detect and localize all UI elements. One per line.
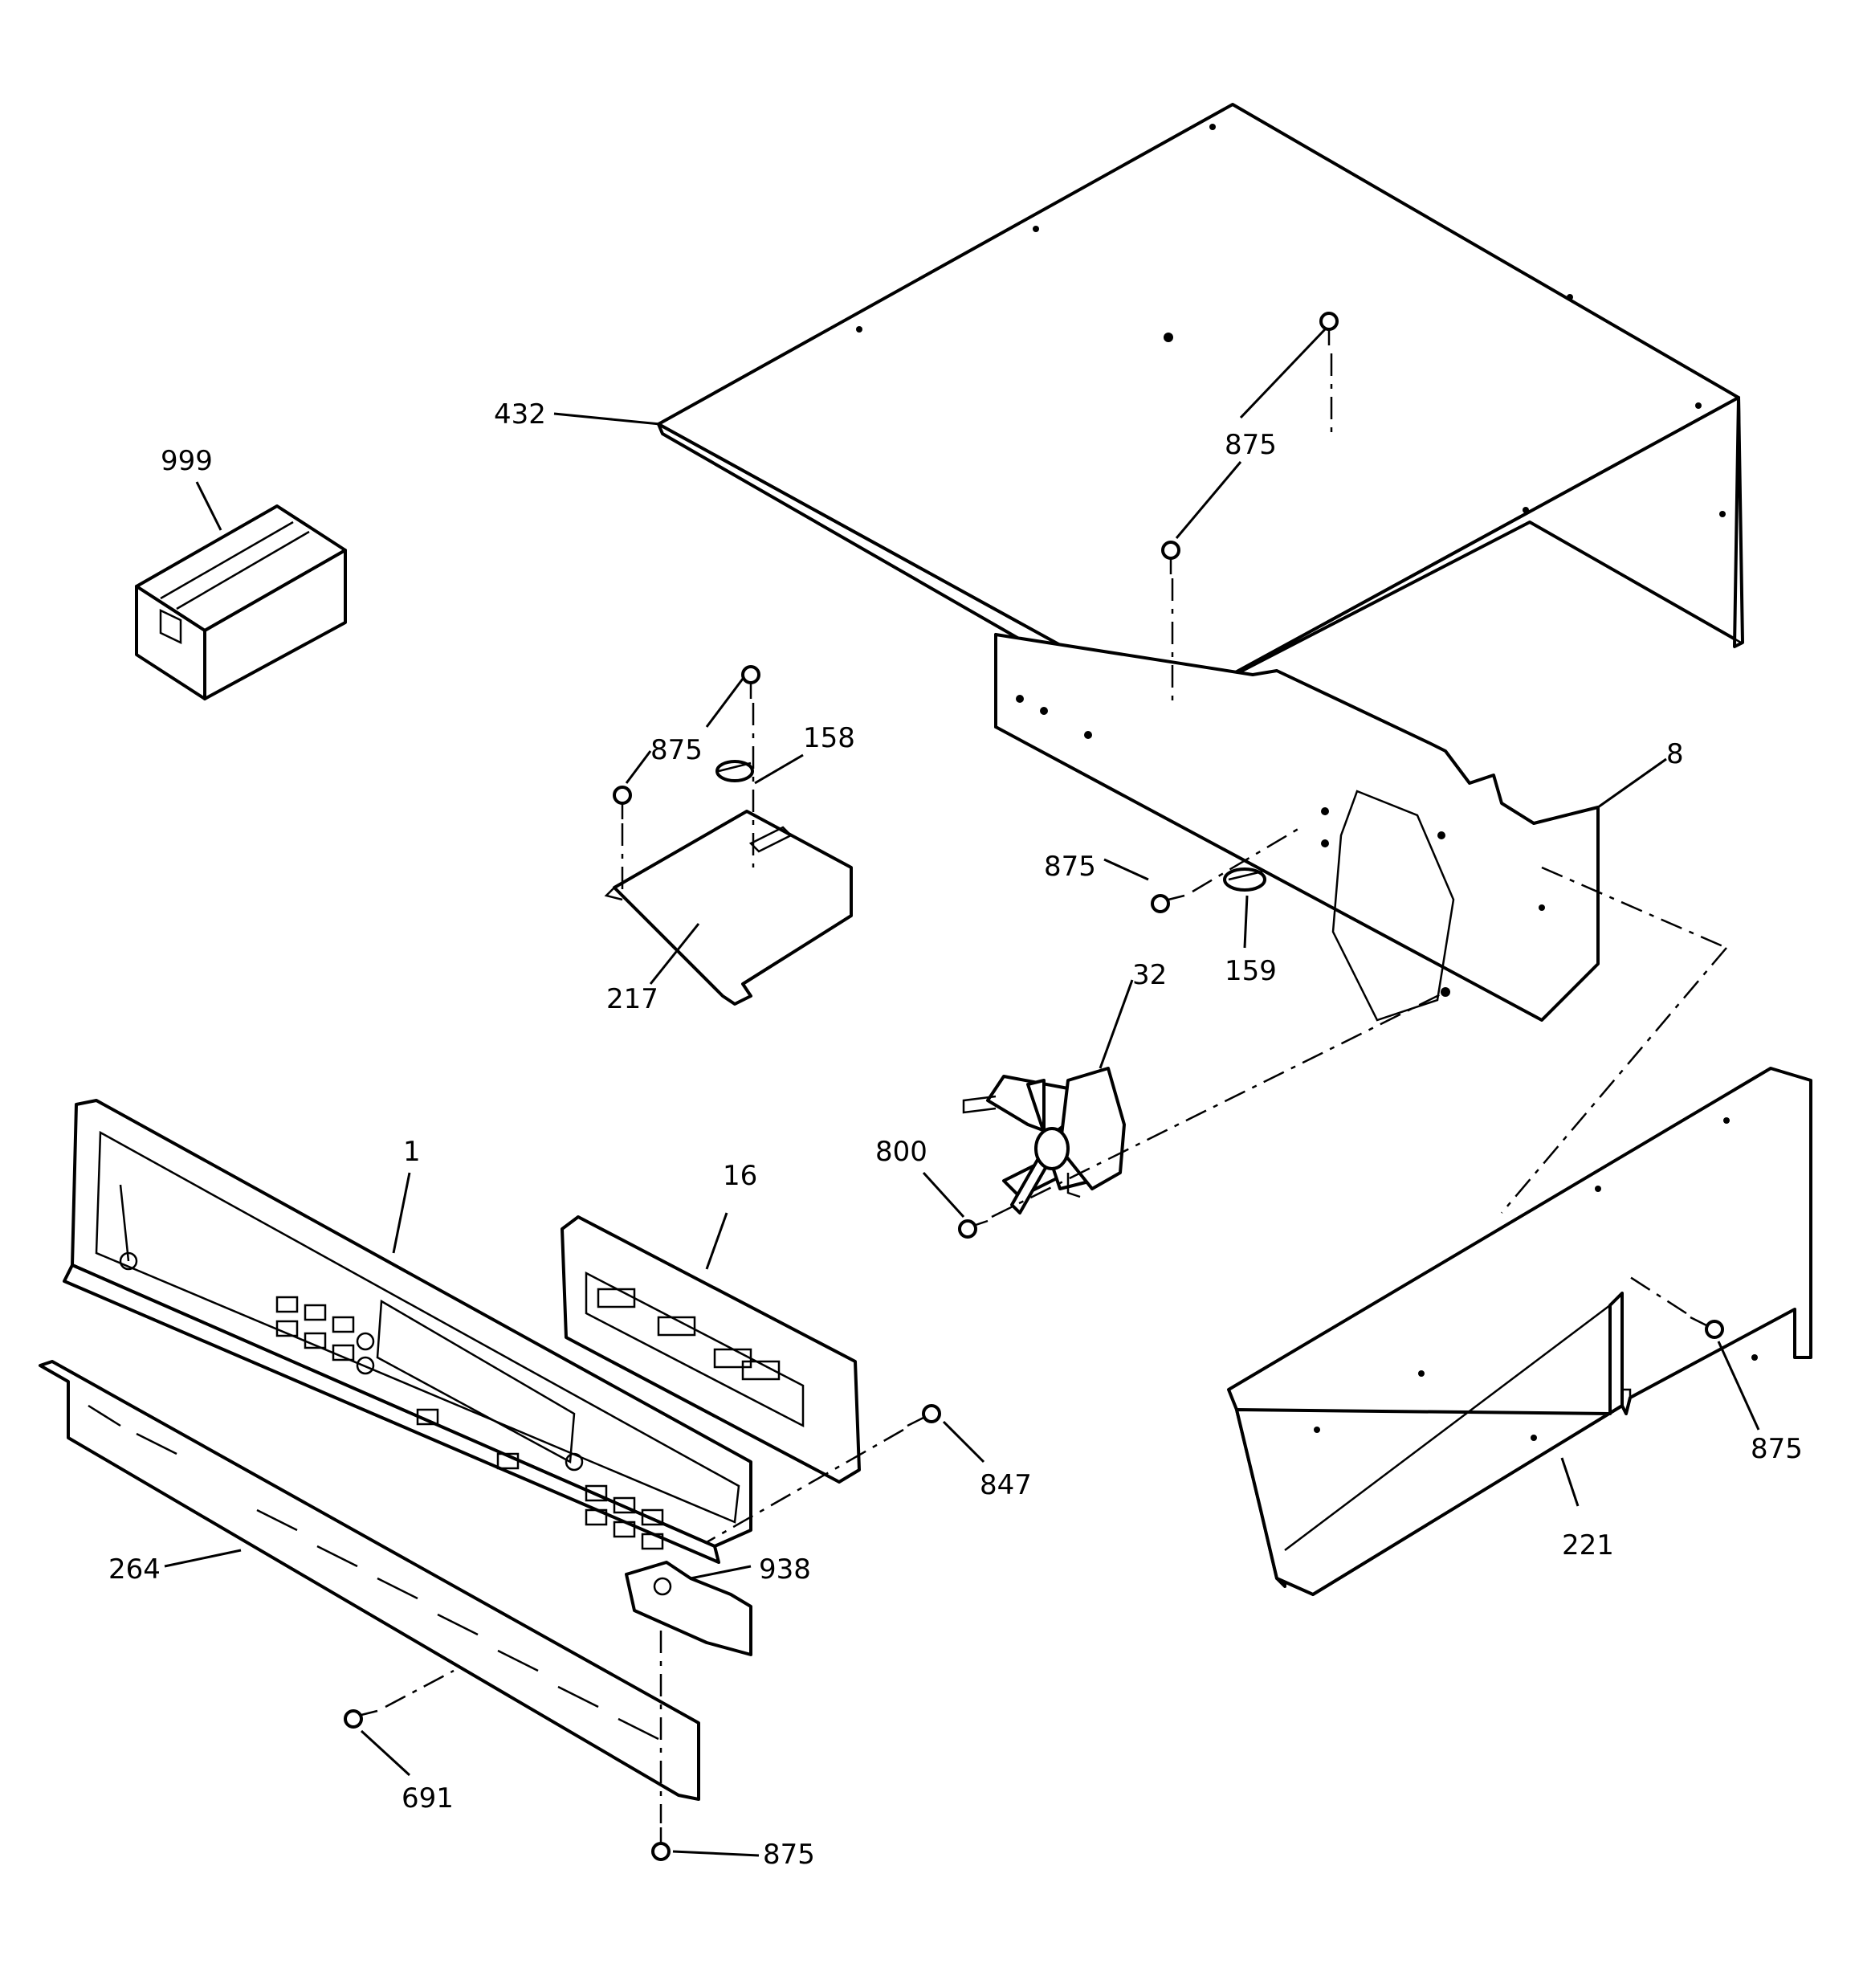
part-1-control-panel: [63, 1099, 752, 1564]
screw-800: [958, 1219, 989, 1239]
part-938-end-bracket: [625, 1561, 752, 1656]
part-158-thermostat: [715, 760, 754, 782]
part-159-thermostat: [1223, 867, 1266, 892]
callout-32: 32: [1132, 959, 1167, 991]
alignment-lines: [385, 353, 1727, 1823]
callout-217: 217: [606, 983, 658, 1015]
part-432-top-cover: [657, 103, 1744, 729]
callout-875-bottom: 875: [763, 1839, 815, 1871]
part-8-back-panel: [994, 633, 1600, 1022]
part-264-vent-trim: [39, 1360, 700, 1801]
screw-847: [907, 1404, 941, 1427]
part-217-bracket: [604, 810, 853, 1006]
callout-999: 999: [161, 445, 213, 477]
screw-875-mid: [1151, 894, 1185, 913]
screw-875-bottom: [651, 1827, 671, 1861]
callout-221: 221: [1562, 1529, 1614, 1561]
callout-159: 159: [1225, 955, 1277, 987]
callout-875-top: 875: [1225, 429, 1277, 461]
callout-875-bracket: 875: [650, 734, 703, 766]
callout-264: 264: [108, 1553, 161, 1586]
callout-labels: 999 432 875 875 158 217 8 875 159 32 800…: [108, 398, 1803, 1871]
screw-875-bracket-b: [613, 786, 632, 819]
callout-691: 691: [402, 1782, 454, 1815]
leader-lines: [164, 328, 1760, 1857]
callout-16: 16: [723, 1160, 757, 1192]
callout-875-mid: 875: [1044, 851, 1096, 883]
screw-691: [344, 1709, 378, 1729]
callout-800: 800: [875, 1136, 927, 1168]
part-221-side-panel: [1227, 1067, 1812, 1596]
screw-875-top-a: [1319, 312, 1339, 345]
screw-875-right: [1690, 1316, 1724, 1339]
control-keypad-right: [585, 1484, 664, 1550]
screw-875-bracket-a: [741, 665, 760, 699]
control-keypad-left: [275, 1296, 584, 1472]
part-999-box: [135, 504, 347, 700]
callout-1: 1: [403, 1136, 421, 1168]
control-board-display: [597, 1288, 781, 1381]
callout-432: 432: [494, 398, 546, 431]
vent-slots: [88, 1404, 659, 1741]
callout-158: 158: [803, 722, 855, 754]
callout-875-right: 875: [1751, 1433, 1803, 1465]
screw-875-top-b: [1161, 541, 1180, 574]
callout-8: 8: [1666, 738, 1684, 770]
callout-847: 847: [980, 1469, 1032, 1501]
part-16-control-board: [561, 1215, 861, 1484]
callout-938: 938: [759, 1553, 811, 1586]
